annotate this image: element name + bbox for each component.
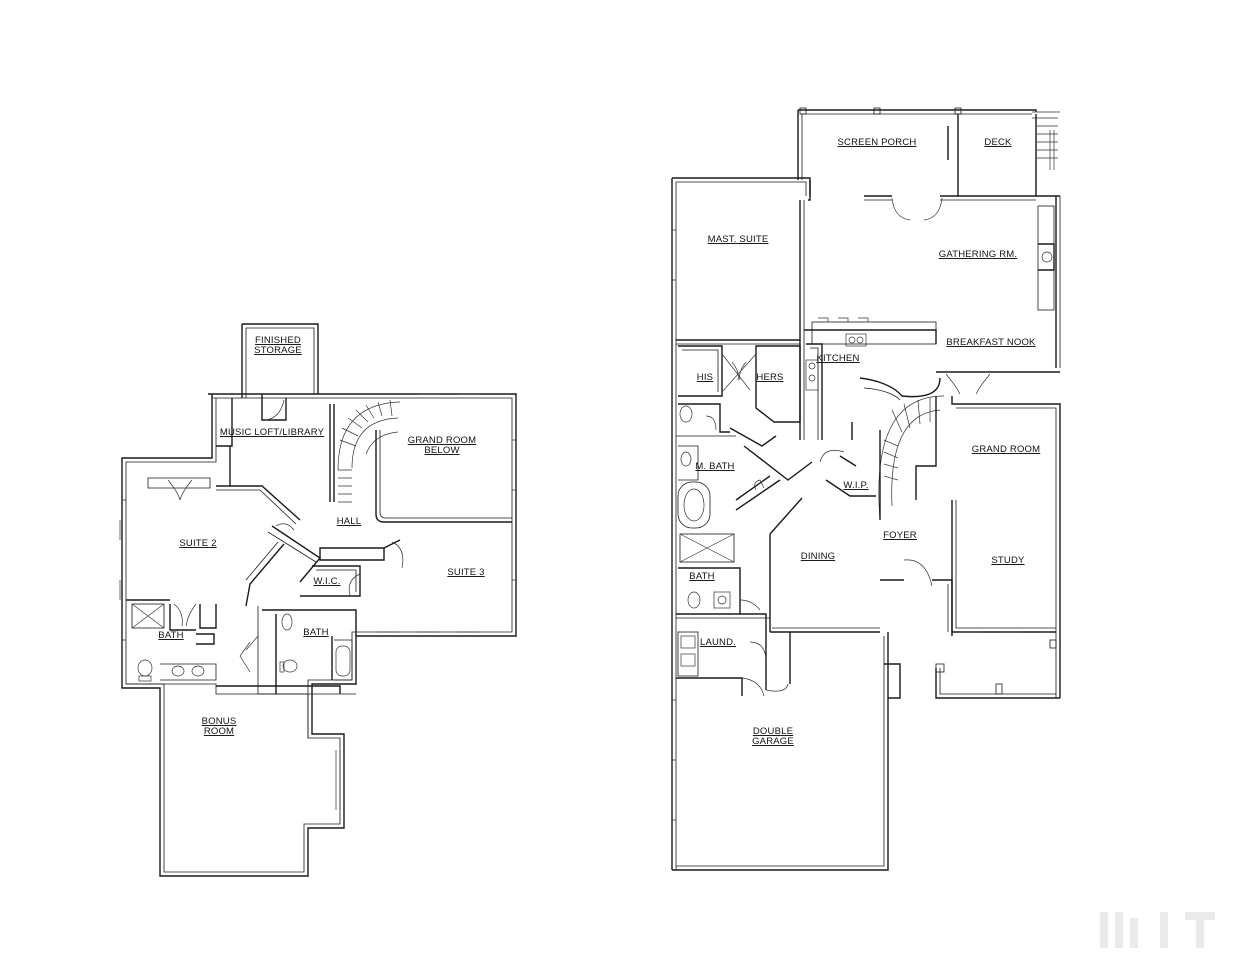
- label-kitchen: KITCHEN: [816, 353, 859, 364]
- label-foyer: FOYER: [883, 530, 917, 541]
- label-double-garage-2: GARAGE: [752, 736, 794, 747]
- label-dining: DINING: [801, 551, 835, 562]
- label-bonus-room-2: ROOM: [204, 726, 234, 737]
- label-suite-2: SUITE 2: [179, 538, 216, 549]
- label-bath-left: BATH: [158, 630, 183, 641]
- label-hers: HERS: [756, 372, 783, 383]
- label-gathering-rm: GATHERING RM.: [939, 249, 1017, 260]
- label-wip: W.I.P.: [843, 480, 868, 491]
- label-mast-suite: MAST. SUITE: [708, 234, 769, 245]
- upper-floor-plan: [119, 323, 517, 877]
- label-breakfast-nook: BREAKFAST NOOK: [946, 337, 1036, 348]
- label-study: STUDY: [991, 555, 1025, 566]
- label-music-loft: MUSIC LOFT/LIBRARY: [220, 427, 325, 438]
- label-laundry: LAUND.: [700, 637, 736, 648]
- label-deck: DECK: [984, 137, 1012, 148]
- label-screen-porch: SCREEN PORCH: [838, 137, 917, 148]
- label-hall: HALL: [337, 516, 362, 527]
- label-m-bath: M. BATH: [695, 461, 734, 472]
- label-his: HIS: [697, 372, 713, 383]
- label-grand-room: GRAND ROOM: [972, 444, 1041, 455]
- label-bonus-room: BONUS: [202, 716, 237, 727]
- label-finished-storage: FINISHED: [255, 335, 301, 346]
- main-floor-plan: [671, 107, 1061, 871]
- label-finished-storage-2: STORAGE: [254, 345, 302, 356]
- label-double-garage: DOUBLE: [753, 726, 793, 737]
- label-bath-center: BATH: [303, 627, 328, 638]
- upper-floor-labels: FINISHED STORAGE MUSIC LOFT/LIBRARY GRAN…: [158, 335, 484, 737]
- label-grand-room-below-2: BELOW: [424, 445, 459, 456]
- main-floor-labels: SCREEN PORCH DECK MAST. SUITE GATHERING …: [689, 137, 1040, 747]
- label-grand-room-below: GRAND ROOM: [408, 435, 477, 446]
- watermark-logo: [1100, 912, 1215, 948]
- label-wic: W.I.C.: [313, 576, 340, 587]
- label-bath: BATH: [689, 571, 714, 582]
- label-suite-3: SUITE 3: [447, 567, 484, 578]
